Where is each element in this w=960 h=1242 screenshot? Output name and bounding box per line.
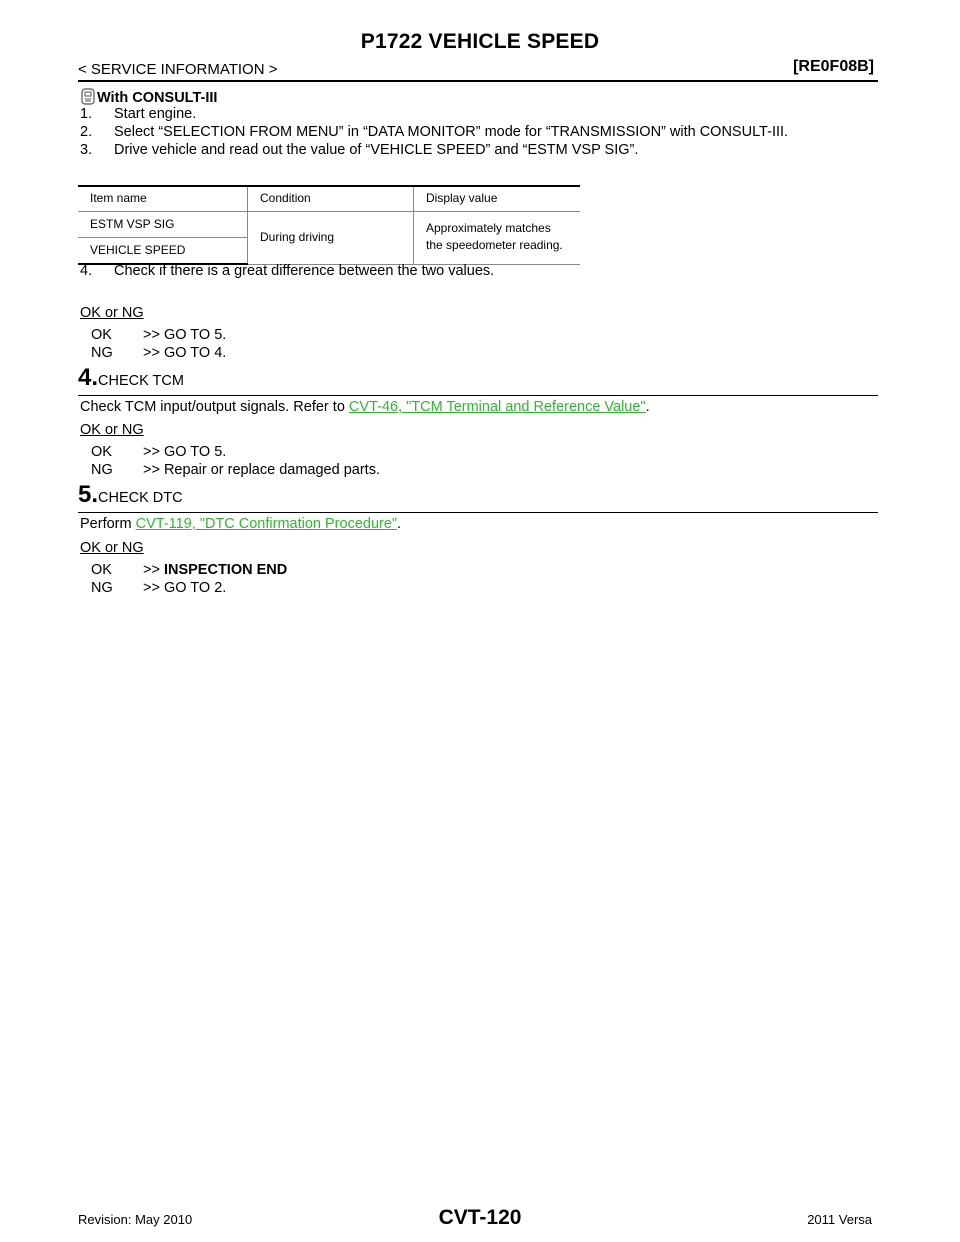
consult-heading: With CONSULT-III — [80, 88, 217, 109]
display-value-cell: Approximately matches the speedometer re… — [413, 211, 580, 265]
result-label: OK or NG — [80, 305, 144, 321]
step-heading-check-tcm: 4.CHECK TCM — [78, 364, 184, 391]
model-code: [RE0F08B] — [793, 58, 874, 75]
col-condition: Condition — [247, 185, 414, 212]
result-label: OK or NG — [80, 422, 144, 438]
header-rule — [78, 80, 878, 82]
result-ng: NG>> GO TO 4. — [91, 345, 227, 361]
consult-tool-icon — [80, 88, 96, 109]
procedure-step-4: 4.Check if there is a great difference b… — [80, 263, 495, 279]
data-monitor-table: Item name Condition Display value ESTM V… — [78, 185, 580, 265]
step-instruction: Check TCM input/output signals. Refer to… — [80, 399, 650, 415]
item-vehicle-speed: VEHICLE SPEED — [78, 237, 248, 265]
result-ng: NG>> GO TO 2. — [91, 580, 227, 596]
table-row: ESTM VSP SIG During driving Approximatel… — [78, 211, 580, 265]
condition-cell: During driving — [247, 211, 414, 265]
page-number: CVT-120 — [438, 1206, 522, 1229]
col-item-name: Item name — [78, 185, 248, 212]
item-estm-vsp-sig: ESTM VSP SIG — [78, 211, 248, 238]
step-instruction: Perform CVT-119, "DTC Confirmation Proce… — [80, 516, 402, 532]
table-row: VEHICLE SPEED — [78, 237, 580, 265]
dtc-procedure-link[interactable]: CVT-119, "DTC Confirmation Procedure" — [135, 516, 398, 532]
result-ok: OK>> GO TO 5. — [91, 327, 227, 343]
col-display-value: Display value — [413, 185, 580, 212]
section-label: < SERVICE INFORMATION > — [78, 61, 278, 78]
procedure-step-3: 3.Drive vehicle and read out the value o… — [80, 142, 639, 158]
page-title: P1722 VEHICLE SPEED — [360, 30, 600, 53]
vehicle-model: 2011 Versa — [807, 1212, 872, 1227]
result-label: OK or NG — [80, 540, 144, 556]
step-heading-check-dtc: 5.CHECK DTC — [78, 481, 183, 508]
procedure-step-1: 1.Start engine. — [80, 106, 197, 122]
revision-date: Revision: May 2010 — [78, 1212, 193, 1227]
step-rule — [78, 395, 878, 396]
step-rule — [78, 512, 878, 513]
tcm-reference-link[interactable]: CVT-46, "TCM Terminal and Reference Valu… — [348, 399, 646, 415]
result-ng: NG>> Repair or replace damaged parts. — [91, 462, 380, 478]
table-header-row: Item name Condition Display value — [78, 185, 580, 212]
result-ok: OK>> GO TO 5. — [91, 444, 227, 460]
procedure-step-2: 2.Select “SELECTION FROM MENU” in “DATA … — [80, 124, 789, 140]
consult-heading-text: With CONSULT-III — [97, 90, 218, 106]
result-ok: OK>> INSPECTION END — [91, 562, 288, 578]
